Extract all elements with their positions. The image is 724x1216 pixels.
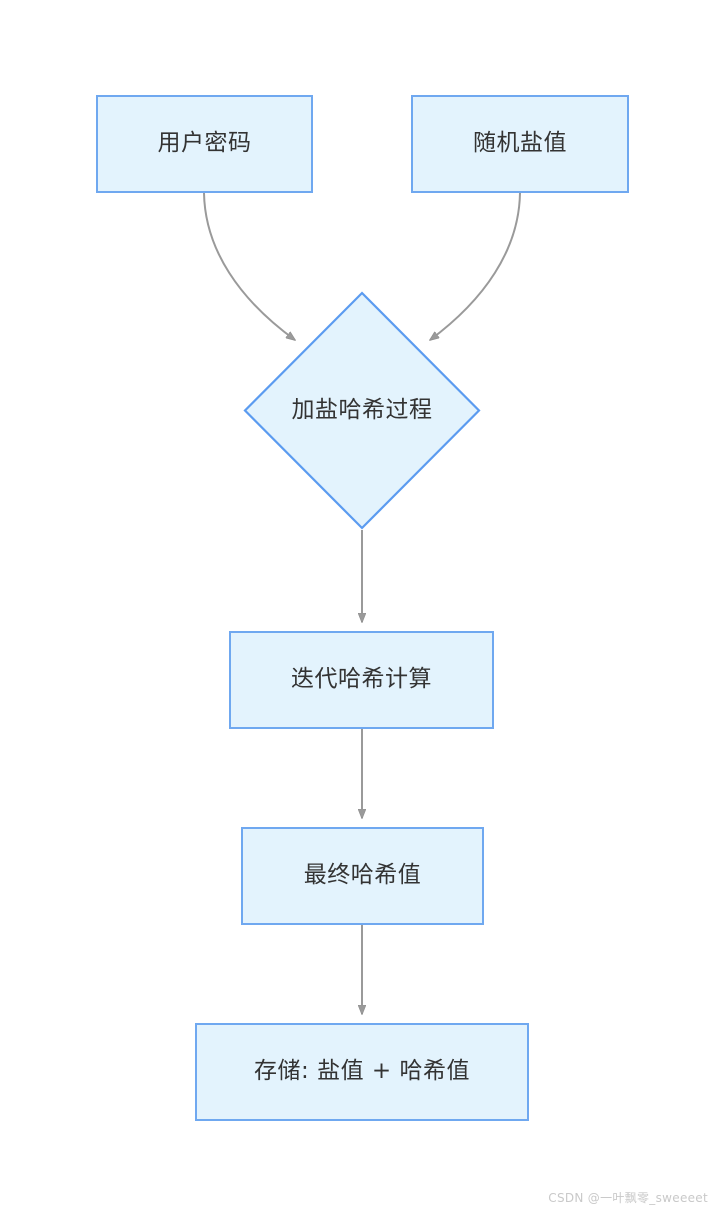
node-label: 迭代哈希计算	[291, 666, 432, 693]
node-label: 用户密码	[157, 130, 252, 157]
node-iterative-hash-computation[interactable]: 迭代哈希计算	[229, 631, 494, 729]
node-salted-hash-process[interactable]: 加盐哈希过程	[243, 291, 481, 530]
node-user-password[interactable]: 用户密码	[96, 95, 313, 193]
node-store-salt-plus-hash[interactable]: 存储: 盐值 + 哈希值	[195, 1023, 529, 1121]
node-label: 随机盐值	[473, 130, 567, 157]
node-label: 存储: 盐值 + 哈希值	[254, 1058, 470, 1085]
node-label: 最终哈希值	[303, 862, 422, 889]
diamond-shape-icon	[243, 291, 481, 530]
node-label: 加盐哈希过程	[291, 396, 433, 423]
node-random-salt[interactable]: 随机盐值	[411, 95, 629, 193]
node-final-hash-value[interactable]: 最终哈希值	[241, 827, 484, 925]
watermark: CSDN @一叶飘零_sweeeet	[548, 1191, 708, 1205]
